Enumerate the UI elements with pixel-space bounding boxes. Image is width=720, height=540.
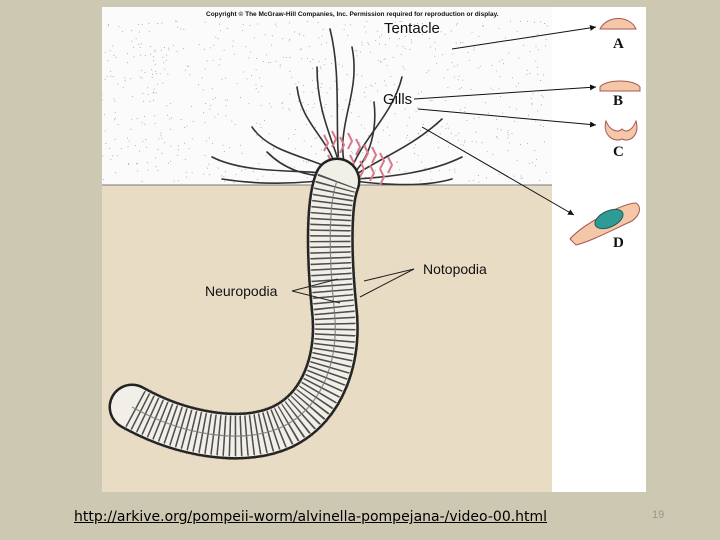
sketch-a bbox=[599, 18, 637, 30]
worm-body bbox=[108, 157, 361, 460]
source-link[interactable]: http://arkive.org/pompeii-worm/alvinella… bbox=[74, 509, 548, 525]
letter-c: C bbox=[613, 144, 624, 160]
sketch-d bbox=[569, 202, 640, 246]
neuropodia-label: Neuropodia bbox=[205, 283, 278, 299]
sketch-b bbox=[599, 80, 641, 92]
water-speckle bbox=[102, 20, 548, 184]
gills-label: Gills bbox=[383, 91, 412, 108]
notopodia-label: Notopodia bbox=[423, 261, 487, 277]
slide-number: 19 bbox=[652, 509, 665, 521]
worm-diagram: Copyright © The McGraw-Hill Companies, I… bbox=[102, 7, 646, 492]
callout-arrows bbox=[413, 24, 597, 216]
sketch-c bbox=[604, 119, 638, 141]
letter-d: D bbox=[613, 235, 624, 251]
copyright-notice: Copyright © The McGraw-Hill Companies, I… bbox=[206, 10, 499, 18]
tentacle-label: Tentacle bbox=[384, 20, 440, 37]
leader-lines bbox=[291, 268, 415, 304]
letter-a: A bbox=[613, 36, 624, 52]
water-region bbox=[102, 7, 552, 185]
letter-b: B bbox=[613, 93, 623, 109]
